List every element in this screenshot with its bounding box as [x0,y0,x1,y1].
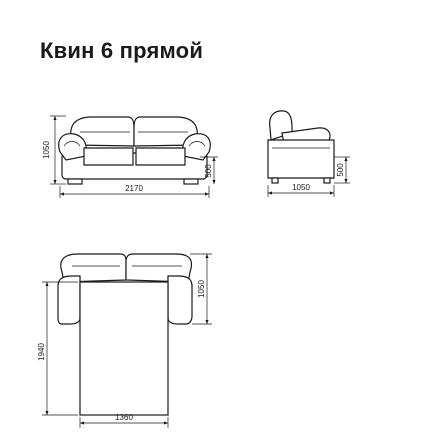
product-title: Квин 6 прямой [40,38,204,63]
front-seat-height-label: 500 [204,164,213,178]
side-seat-height-label: 500 [336,163,345,177]
plan-depth-label: 1050 [197,280,206,298]
front-view: 1050 500 2170 [42,115,218,198]
plan-sofa-outline [57,253,193,416]
plan-view: 1050 1940 1360 [37,253,212,428]
front-height-label: 1050 [42,141,51,159]
side-sofa-outline [267,110,335,184]
side-view: 500 1050 [267,110,350,197]
plan-bed-length-label: 1940 [37,343,46,361]
plan-bed-width-label: 1360 [115,413,133,422]
front-width-label: 2170 [125,184,143,193]
front-sofa-outline [58,116,211,185]
side-depth-label: 1050 [292,183,310,192]
